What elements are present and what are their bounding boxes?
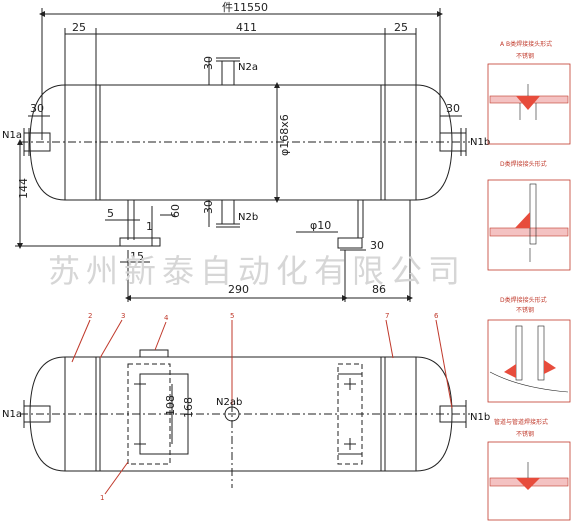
- callout-2: 2: [88, 312, 92, 320]
- n2b-height-dim: 30: [202, 200, 215, 214]
- detail-d2-sub: 不锈钢: [516, 306, 534, 314]
- plan-view: [20, 319, 470, 495]
- detail-d2-title: D类焊接接头形式: [500, 296, 547, 304]
- dim-60: 60: [169, 204, 182, 218]
- plan-n1b-label: N1b: [470, 412, 490, 423]
- detail-d1-title: D类焊接接头形式: [500, 160, 547, 168]
- weld-detail-ab: A B类焊接接头形式 不锈钢: [487, 40, 571, 145]
- weld-detail-pipe: 管道与管道焊接形式 不锈钢: [487, 418, 571, 521]
- callout-1: 1: [100, 494, 104, 502]
- dim-15: 15: [130, 250, 144, 263]
- n2a-height-dim: 30: [202, 56, 215, 70]
- detail-ab-title: A B类焊接接头形式: [500, 40, 552, 48]
- detail-pipe-sub: 不锈钢: [516, 430, 534, 438]
- diameter-dim: φ168x6: [278, 114, 291, 156]
- company-watermark: 苏州新泰自动化有限公司: [48, 252, 466, 290]
- dim-5: 5: [107, 207, 114, 220]
- saddle-right-dim: 86: [372, 283, 386, 296]
- callout-3: 3: [121, 312, 125, 320]
- n2a-label: N2a: [238, 62, 258, 73]
- detail-pipe-title: 管道与管道焊接形式: [494, 418, 548, 426]
- saddle-offset-dim: 290: [228, 283, 249, 296]
- n1a-label: N1a: [2, 130, 22, 141]
- n2b-label: N2b: [238, 212, 258, 223]
- overall-length-dim: 件11550: [222, 1, 268, 14]
- plan-dim-108: 108: [164, 395, 177, 416]
- dim-phi10: φ10: [310, 219, 331, 232]
- elevation-labels: 件11550 411 25 25 φ168x6 144 290 86 5 60 …: [2, 1, 490, 296]
- dim-30-pipe: 30: [370, 239, 384, 252]
- head-right-dim: 25: [394, 21, 408, 34]
- callout-5: 5: [230, 312, 234, 320]
- n1a-length-dim: 30: [30, 102, 44, 115]
- n1b-length-dim: 30: [446, 102, 460, 115]
- weld-detail-d2: D类焊接接头形式 不锈钢: [487, 296, 571, 403]
- plan-labels: N1a N1b N2ab 108 168 2 3 4 5 7 6 1: [2, 312, 490, 502]
- n1b-label: N1b: [470, 137, 490, 148]
- inner-length-dim: 411: [236, 21, 257, 34]
- weld-detail-d1: D类焊接接头形式: [487, 160, 571, 271]
- elevation-view: [15, 8, 470, 302]
- head-left-dim: 25: [72, 21, 86, 34]
- callout-4: 4: [164, 314, 169, 322]
- detail-ab-sub: 不锈钢: [516, 52, 534, 60]
- plan-dim-168: 168: [182, 397, 195, 418]
- callout-6: 6: [434, 312, 439, 320]
- dim-1: 1: [146, 220, 153, 233]
- callout-7: 7: [385, 312, 389, 320]
- plan-n1a-label: N1a: [2, 409, 22, 420]
- plan-n2ab-label: N2ab: [216, 397, 242, 408]
- height-dim: 144: [17, 178, 30, 199]
- weld-details: A B类焊接接头形式 不锈钢 D类焊接接头形式 D类焊接接头形式 不锈钢: [487, 40, 571, 521]
